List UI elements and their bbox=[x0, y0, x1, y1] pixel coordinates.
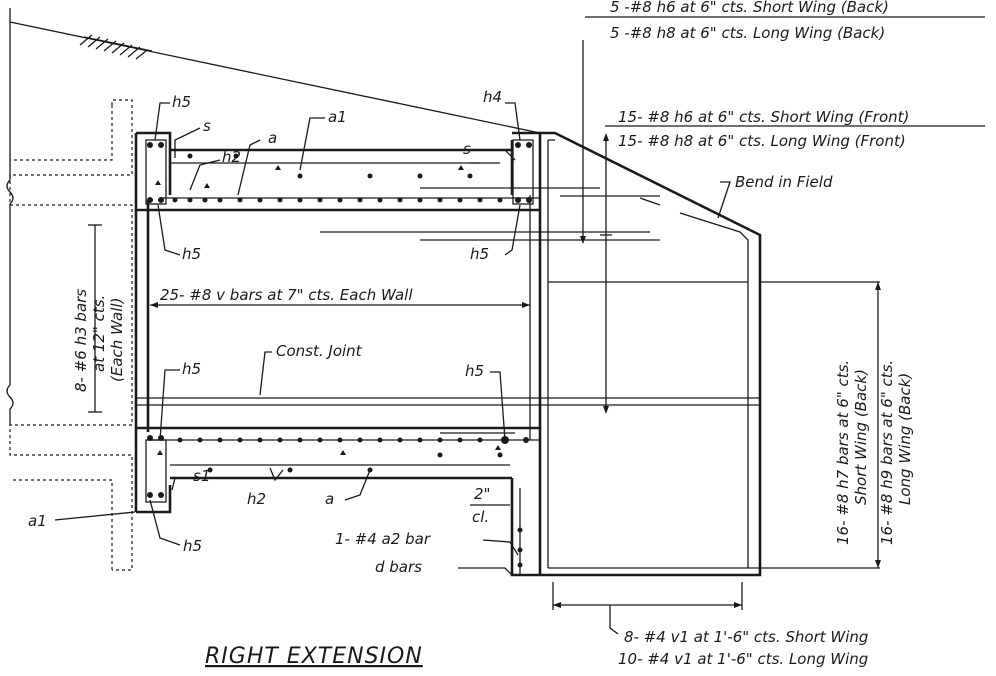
label-v1-long: 10- #4 v1 at 1'-6" cts. Long Wing bbox=[618, 650, 868, 668]
label-bend-in-field: Bend in Field bbox=[735, 173, 833, 191]
wing-lines bbox=[136, 195, 760, 569]
label-h7-short: 16- #8 h7 bars at 6" cts. bbox=[834, 360, 852, 545]
dimension-arrows bbox=[552, 40, 881, 635]
label-const-joint: Const. Joint bbox=[276, 342, 363, 360]
label-h5-mid-left: h5 bbox=[182, 245, 201, 263]
label-s1-bottom: s1 bbox=[193, 467, 210, 485]
drawing-title: RIGHT EXTENSION bbox=[205, 644, 423, 669]
label-h7-short2: Short Wing (Back) bbox=[852, 369, 870, 505]
label-a2-bar: 1- #4 a2 bar bbox=[335, 530, 431, 548]
top-slab bbox=[136, 148, 600, 212]
wing-wall bbox=[540, 131, 762, 577]
label-h9-long2: Long Wing (Back) bbox=[896, 373, 914, 505]
label-front-long: 15- #8 h8 at 6" cts. Long Wing (Front) bbox=[618, 132, 906, 150]
label-a-bottom: a bbox=[325, 490, 334, 508]
label-v1-short: 8- #4 v1 at 1'-6" cts. Short Wing bbox=[624, 628, 868, 646]
existing-structure-outline bbox=[6, 8, 133, 571]
leader-lines bbox=[54, 16, 985, 576]
concrete-stipple bbox=[155, 165, 501, 455]
label-h3-line3: (Each Wall) bbox=[108, 298, 126, 382]
labels: h5 s h2 a a1 h4 s h5 h5 25- #8 v bars at… bbox=[28, 0, 914, 669]
label-clear-cl: cl. bbox=[472, 508, 489, 526]
label-h5-low-right: h5 bbox=[465, 362, 484, 380]
top-slab-bars bbox=[147, 142, 532, 203]
label-h5-low-left: h5 bbox=[182, 360, 201, 378]
label-s-top-right: s bbox=[463, 140, 471, 158]
label-v-bars: 25- #8 v bars at 7" cts. Each Wall bbox=[160, 286, 413, 304]
bottom-slab-bars bbox=[147, 435, 529, 568]
label-a1-bottom: a1 bbox=[28, 512, 47, 530]
label-h5-bottom: h5 bbox=[183, 537, 202, 555]
ground-line bbox=[9, 21, 541, 134]
label-h9-long: 16- #8 h9 bars at 6" cts. bbox=[878, 360, 896, 545]
label-back-long: 5 -#8 h8 at 6" cts. Long Wing (Back) bbox=[610, 24, 885, 42]
label-h2-top: h2 bbox=[222, 148, 241, 166]
label-h2-bottom: h2 bbox=[247, 490, 266, 508]
label-h3-line2: at 12" cts. bbox=[90, 295, 108, 372]
label-d-bars: d bars bbox=[375, 558, 422, 576]
label-h3-line1: 8- #6 h3 bars bbox=[72, 289, 90, 392]
label-front-short: 15- #8 h6 at 6" cts. Short Wing (Front) bbox=[618, 108, 909, 126]
label-back-short: 5 -#8 h6 at 6" cts. Short Wing (Back) bbox=[610, 0, 889, 16]
bottom-slab bbox=[136, 426, 540, 577]
label-h5-mid-right: h5 bbox=[470, 245, 489, 263]
label-s-top-left: s bbox=[203, 117, 211, 135]
label-a1-top: a1 bbox=[328, 108, 347, 126]
label-clear-2in: 2" bbox=[474, 485, 490, 503]
label-h5-top-left: h5 bbox=[172, 93, 191, 111]
left-wall bbox=[134, 131, 172, 514]
label-h4-top-right: h4 bbox=[483, 88, 502, 106]
label-a-top: a bbox=[268, 129, 277, 147]
